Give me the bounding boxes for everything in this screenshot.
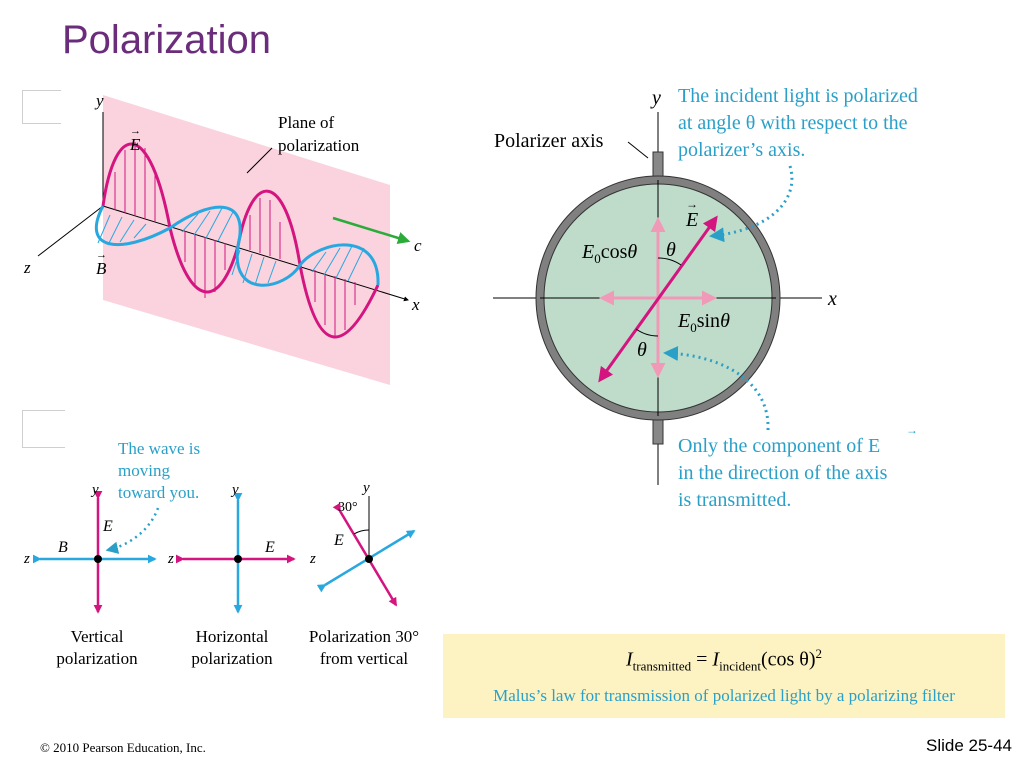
bottom-note-line3: is transmitted. [678,489,791,511]
tilted-caption-line2: from vertical [320,649,409,668]
moving-note-line2: moving [118,461,170,480]
polarization-examples: The wave is moving toward you. y z E B V… [23,439,419,668]
wave-y-label: y [94,91,104,110]
horizontal-caption-line2: polarization [191,649,273,668]
top-note-line3: polarizer’s axis. [678,139,805,161]
vertical-y-label: y [90,482,99,498]
slide-title: Polarization [62,18,272,62]
bottom-note-e-vector-arrow: → [906,423,918,437]
x-axis-line [102,205,409,302]
copyright: © 2010 Pearson Education, Inc. [40,740,206,755]
moving-note-line1: The wave is [118,439,200,458]
e0-cos-label: E0cosθ [581,241,637,266]
z-axis-line [37,205,104,257]
malus-law-formula: Itransmitted = Iincident(cos θ)2 [625,646,823,674]
wave-diagram: y z x c E → B → Plane of polarization [23,91,422,385]
polarizer-e-label: E [685,209,698,231]
slide-number: Slide 25-44 [925,736,1012,755]
horizontal-y-label: y [230,482,239,498]
moving-note-line3: toward you. [118,483,199,502]
vertical-z-label: z [23,551,30,567]
tilted-polarization-figure: y z E 30° [309,480,416,607]
bottom-note-line1: Only the component of E [678,435,880,457]
b-field-vectors [97,207,365,286]
vertical-caption-line1: Vertical [71,627,124,646]
wave-e-label: E [129,135,141,154]
wave-b-label: B [96,259,107,278]
wave-x-label: x [411,295,420,314]
e0-sin-label: E0sinθ [677,310,730,335]
polarizer-diagram: Polarizer axis y x E → θ θ E0cosθ E0sinθ… [493,85,918,511]
wave-z-label: z [23,258,31,277]
e-field-vectors [114,142,356,338]
plane-label-leader [246,147,273,174]
plane-label-line1: Plane of [278,113,335,132]
c-direction-arrow [332,216,411,245]
bottom-callout-dots [663,345,770,431]
bottom-note-line2: in the direction of the axis [678,462,888,484]
vertical-b-label: B [58,539,68,556]
polarizer-y-label: y [650,87,661,109]
moving-note-dots [105,507,160,554]
theta-bottom-label: θ [637,339,647,361]
horizontal-e-label: E [264,539,275,556]
plane-label-line2: polarization [278,136,360,155]
horizontal-polarization-figure: y z E [167,482,296,614]
wave-e-vector-arrow: → [130,125,141,137]
polarization-plane [103,95,390,385]
image-placeholder-top [22,90,61,124]
vertical-caption-line2: polarization [56,649,138,668]
top-note-line1: The incident light is polarized [678,85,918,107]
tilted-z-label: z [309,551,316,567]
tilted-e-label: E [333,532,344,549]
top-note-line2: at angle θ with respect to the [678,112,908,134]
wave-b-vector-arrow: → [96,249,107,261]
theta-top-label: θ [666,239,676,261]
polarizer-x-label: x [827,288,837,310]
polarizer-axis-label: Polarizer axis [494,130,604,152]
e-field-vector [598,215,718,383]
horizontal-z-label: z [167,551,174,567]
tilted-y-label: y [361,480,370,496]
horizontal-caption-line1: Horizontal [196,627,269,646]
malus-law-box: Itransmitted = Iincident(cos θ)2 Malus’s… [443,634,1005,718]
theta-arc-bottom [635,328,659,337]
polarizer-e-vector-arrow: → [686,197,698,211]
b-wave-curve [94,205,380,287]
image-placeholder-bottom [22,410,65,448]
vertical-polarization-figure: y z E B [23,482,157,614]
vertical-e-label: E [102,518,113,535]
tilted-angle-label: 30° [338,500,358,515]
polarizer-axis-leader [627,141,649,159]
tilted-caption-line1: Polarization 30° [309,627,419,646]
wave-c-label: c [414,236,422,255]
polarizer-disk-edge [535,175,781,421]
malus-law-caption: Malus’s law for transmission of polarize… [493,686,955,705]
theta-arc-top [657,257,682,266]
